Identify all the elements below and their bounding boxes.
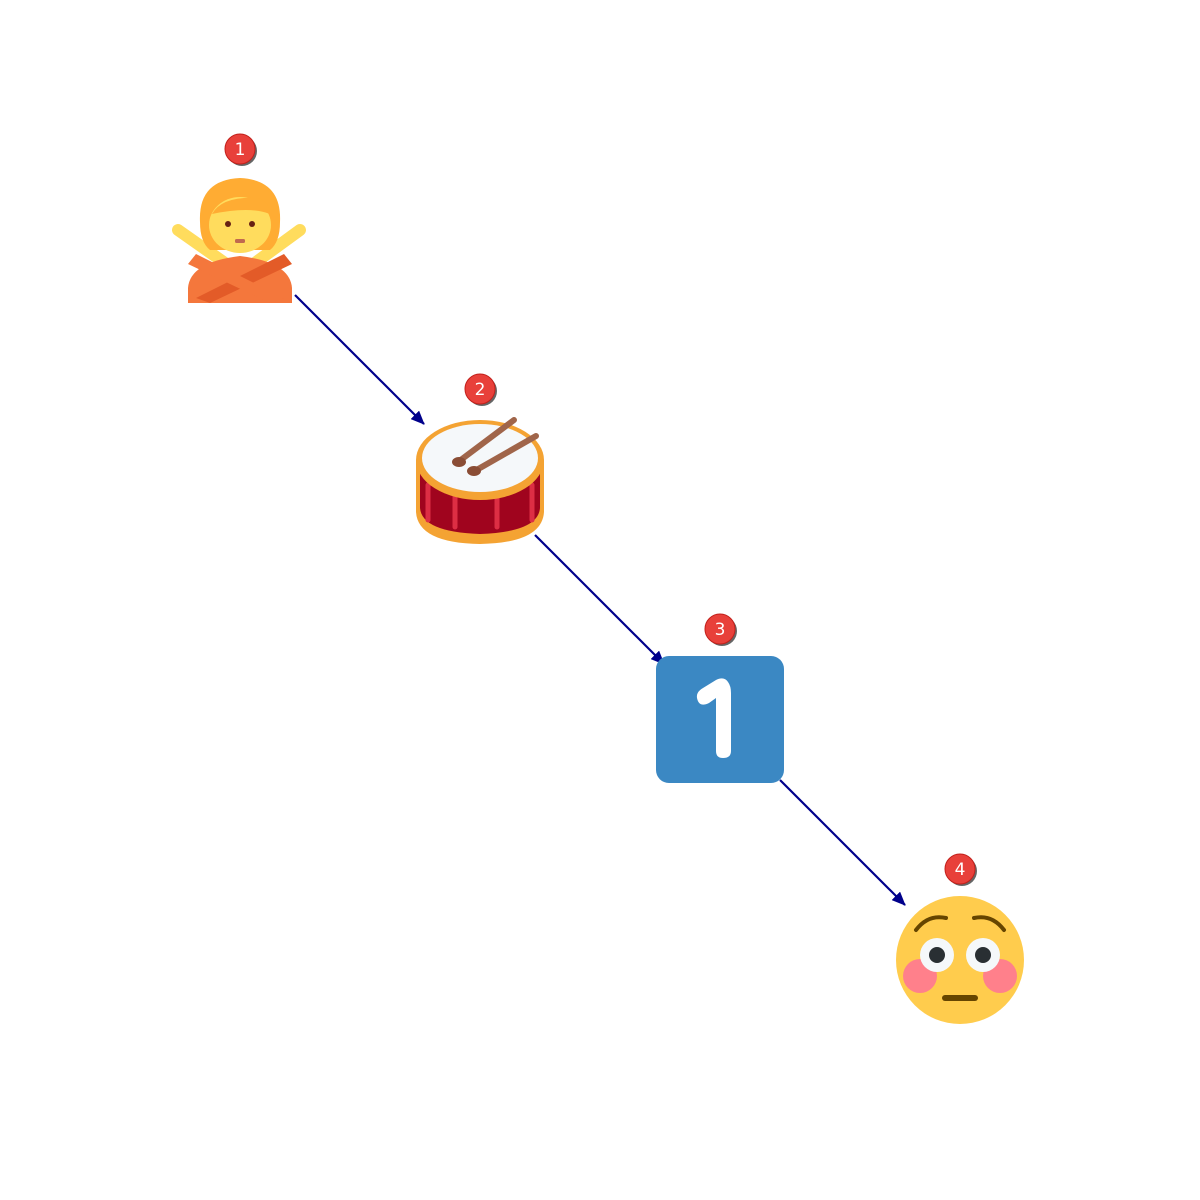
node-3: 3 (656, 613, 784, 783)
step-badge: 4 (944, 853, 977, 886)
node-1: 1 (172, 133, 306, 303)
step-number: 2 (475, 380, 486, 400)
edge-1-to-2 (294, 294, 425, 425)
step-number: 1 (235, 140, 246, 160)
step-number: 3 (715, 620, 726, 640)
edge-3-to-4 (779, 779, 906, 906)
step-badge: 2 (464, 373, 497, 406)
person-gesturing-no-icon (172, 178, 306, 303)
step-number: 4 (955, 860, 966, 880)
step-badge: 1 (224, 133, 257, 166)
node-4: 4 (896, 853, 1024, 1024)
step-badge: 3 (704, 613, 737, 646)
edge-2-to-3 (534, 534, 665, 665)
edges (294, 294, 906, 906)
flushed-face-icon (896, 896, 1024, 1024)
node-2: 2 (416, 373, 544, 544)
drum-icon (416, 417, 544, 544)
keycap-digit-one-icon (656, 656, 784, 783)
